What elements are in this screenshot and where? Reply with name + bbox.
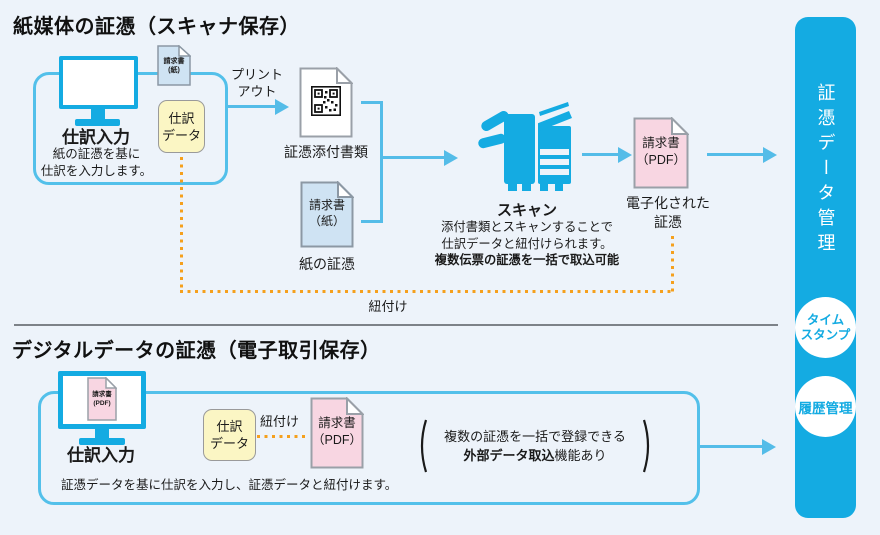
- history-badge: 履歴管理: [795, 376, 856, 437]
- pdf-doc-on-monitor-line1: 請求書: [92, 391, 112, 398]
- digital-section-title: デジタルデータの証憑（電子取引保存）: [12, 340, 381, 362]
- pdf-evidence-label-line2: 証憑: [654, 214, 682, 230]
- history-badge-label: 履歴管理: [798, 400, 853, 416]
- arrow-to-pdf-icon: [582, 146, 632, 163]
- link-dotted-left-vertical: [180, 157, 183, 292]
- monitor-icon: [59, 56, 138, 109]
- paper-evidence-line1: 請求書: [308, 198, 345, 212]
- paper-link-label: 紐付け: [368, 299, 408, 314]
- arrow-to-management-top-icon: [707, 146, 777, 163]
- scan-desc-line3: 複数伝票の証憑を一括で取込可能: [434, 253, 620, 267]
- paper-invoice-doc-line1: 請求書: [163, 58, 185, 65]
- journal-data-line2: データ: [161, 127, 201, 143]
- pdf-doc-on-monitor-line2: (PDF): [93, 399, 111, 407]
- note-line1: 複数の証憑を一括で登録できる: [444, 429, 626, 444]
- arrow-to-management-bottom-icon: [700, 438, 776, 455]
- digital-pdf-line1: 請求書: [318, 416, 356, 430]
- paper-journal-entry-title: 仕訳入力: [62, 128, 130, 147]
- link-dotted-horizontal: [180, 290, 674, 293]
- section-divider: [14, 324, 778, 326]
- scan-desc-line2: 仕訳データと紐付けられます。: [441, 236, 613, 251]
- import-feature-note: 複数の証憑を一括で登録できる 外部データ取込機能あり: [416, 419, 654, 473]
- paper-invoice-doc-icon: 請求書 (紙): [157, 44, 192, 86]
- right-paren-icon: [642, 419, 650, 473]
- digital-pdf-line2: （PDF）: [311, 433, 362, 447]
- note-line2: 外部データ取込機能あり: [433, 446, 637, 465]
- journal-data-line1: 仕訳: [168, 110, 195, 126]
- digital-link-dotted-line: [257, 435, 309, 438]
- paper-evidence-doc-icon: 請求書 （紙）: [300, 180, 355, 248]
- digital-journal-entry-title: 仕訳入力: [67, 446, 135, 465]
- monitor2-base: [79, 438, 125, 445]
- timestamp-badge-line1: タイム: [806, 312, 845, 327]
- paper-evidence-label: 紙の証憑: [299, 256, 355, 272]
- monitor2-stand: [95, 429, 109, 439]
- journal-data2-line2: データ: [209, 436, 249, 451]
- pdf-doc-on-monitor-icon: 請求書 (PDF): [87, 376, 118, 421]
- note-line2-bold: 外部データ取込: [463, 448, 555, 463]
- qr-code-icon: [311, 86, 341, 121]
- arrow-printout-icon: [228, 98, 289, 115]
- timestamp-badge: タイム スタンプ: [795, 297, 856, 358]
- printout-label-line1: プリント: [230, 67, 283, 82]
- pdf-evidence-line2: （PDF）: [635, 153, 686, 167]
- paper-evidence-line2: （紙）: [308, 214, 345, 228]
- paper-invoice-doc-line2: (紙): [168, 66, 180, 74]
- pdf-evidence-line1: 請求書: [642, 136, 680, 150]
- digital-journal-container: [38, 391, 700, 505]
- arrow-to-scanner-icon: [380, 149, 458, 166]
- paper-section-title: 紙媒体の証憑（スキャナ保存）: [13, 16, 300, 38]
- digital-pdf-doc-icon: 請求書 （PDF）: [310, 396, 365, 469]
- evidence-management-bar-label: 証憑データ管理: [815, 82, 836, 258]
- pdf-evidence-label-line1: 電子化された: [626, 195, 710, 211]
- paper-journal-entry-desc1: 紙の証憑を基に: [52, 147, 141, 161]
- bracket-top: [361, 101, 383, 104]
- journal-data2-line1: 仕訳: [216, 419, 243, 434]
- pdf-evidence-doc-icon: 請求書 （PDF）: [633, 116, 690, 189]
- timestamp-badge-line2: スタンプ: [800, 327, 851, 342]
- link-dotted-right-vertical: [671, 236, 674, 293]
- bracket-bottom: [361, 220, 383, 223]
- scan-title: スキャン: [496, 202, 557, 219]
- bracket-vertical: [380, 101, 383, 223]
- attached-doc-label: 証憑添付書類: [284, 144, 368, 160]
- digital-journal-entry-desc: 証憑データを基に仕訳を入力し、証憑データと紐付けます。: [61, 478, 398, 492]
- digital-link-label: 紐付け: [260, 414, 300, 429]
- left-paren-icon: [420, 419, 428, 473]
- monitor-base: [75, 119, 120, 126]
- digital-journal-data-box: 仕訳 データ: [203, 409, 256, 461]
- monitor-stand: [91, 109, 105, 120]
- note-line2-rest: 機能あり: [554, 448, 607, 463]
- scan-desc-line1: 添付書類とスキャンすることで: [441, 220, 613, 234]
- paper-journal-data-box: 仕訳 データ: [158, 100, 205, 153]
- printout-label-line2: アウト: [237, 84, 277, 99]
- paper-journal-entry-desc2: 仕訳を入力します。: [40, 164, 153, 178]
- attached-doc-icon: [299, 66, 354, 138]
- scanner-icon: [477, 102, 573, 199]
